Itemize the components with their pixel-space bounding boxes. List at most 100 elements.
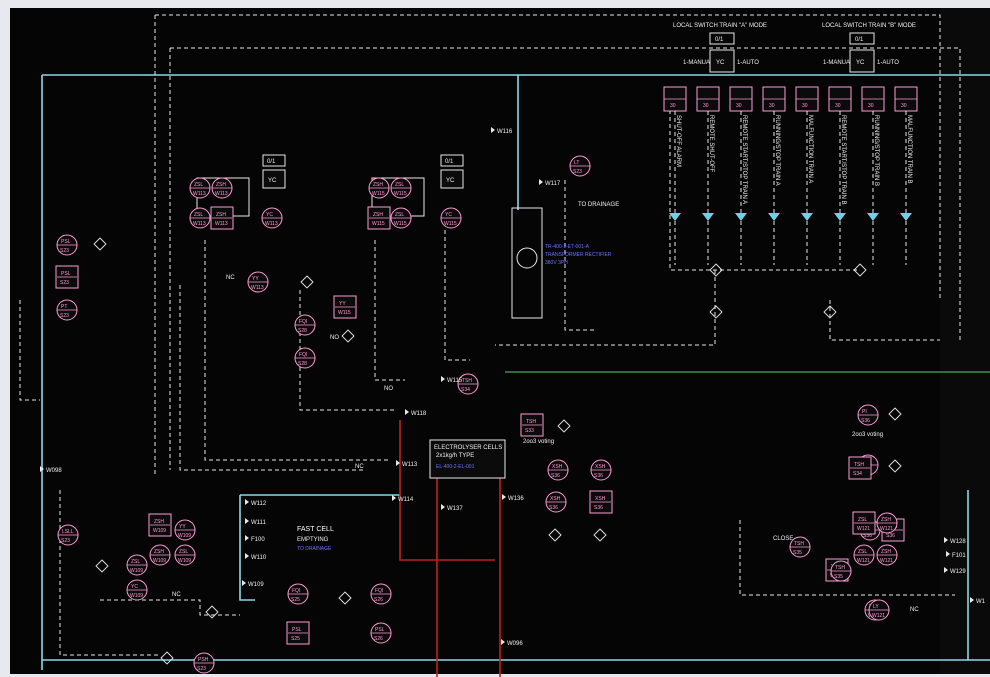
instrument-number: W121 (880, 526, 893, 532)
instrument-number: W113 (193, 191, 206, 197)
instrument-number: S36 (594, 505, 603, 511)
signal-line-right-bottom (739, 520, 955, 596)
instrument-number: W115 (444, 221, 457, 227)
instrument-number: W109 (178, 533, 191, 539)
tr-rating: 380V 3PH (545, 260, 568, 266)
logic-diamond (823, 305, 837, 319)
valve-tag: W116 (497, 129, 513, 135)
instrument-tag: ZSL (194, 212, 203, 218)
diagram-right-strip (940, 8, 990, 674)
bank-instrument-tag: 30 (736, 103, 742, 109)
instrument-tag: ZSL (131, 559, 140, 565)
instrument-number: S25 (291, 597, 300, 603)
instrument-number: W115 (372, 221, 385, 227)
instrument-number: S23 (60, 248, 69, 254)
fast-cell-label: FAST CELL (297, 526, 334, 533)
logic-diamond (160, 651, 174, 665)
instrument-number: W113 (265, 221, 278, 227)
instrument-tag: ZSL (395, 212, 404, 218)
bank-instrument-tag: 30 (769, 103, 775, 109)
diagram-background (10, 8, 952, 674)
instrument-tag: TSH (835, 565, 845, 571)
to-drainage-label-top: TO DRAINAGE (578, 202, 619, 208)
train-b-yc-switch[interactable] (849, 49, 875, 73)
signal-line-rect (564, 180, 595, 331)
nc-no-label: NC (910, 607, 919, 613)
valve-tag: W096 (507, 641, 523, 647)
instrument-number: S36 (549, 505, 558, 511)
valve-icon (245, 499, 249, 505)
valve-tag: W129 (950, 569, 966, 575)
valve-icon (501, 639, 505, 645)
electrolyser-box[interactable] (429, 439, 506, 479)
instrument-tag: XSH (595, 496, 606, 502)
instrument-tag: YY (179, 524, 186, 530)
instrument-tag: ZSL (858, 517, 867, 523)
logic-diamond (93, 237, 107, 251)
instrument-tag: YY (339, 301, 346, 307)
instrument-number: S25 (291, 636, 300, 642)
bank-instrument-tag: 30 (868, 103, 874, 109)
instrument-tag: ZSL (179, 549, 188, 555)
instrument-tag: YC (266, 212, 273, 218)
logic-diamond (95, 559, 109, 573)
valve-icon (539, 179, 543, 185)
logic-diamond (300, 275, 314, 289)
voting-label-2: 2oo3 voting (852, 432, 883, 438)
valve-icon (245, 553, 249, 559)
signal-line-yc1 (204, 240, 390, 461)
bank-instrument-tag: 30 (802, 103, 808, 109)
bank-signal-arrow (669, 213, 681, 221)
voting-label-1: 2oo3 voting (523, 439, 554, 445)
electrolyser-title: ELECTROLYSER CELLS (434, 445, 502, 451)
valve-tag: W109 (248, 582, 264, 588)
yc2-01-label: 0/1 (445, 159, 454, 165)
nc-no-label: NO (330, 335, 339, 341)
valve-tag: F100 (251, 537, 265, 543)
valve-tag: F101 (952, 553, 966, 559)
train-a-auto-label: 1-AUTO (737, 60, 759, 66)
valve-icon (392, 495, 396, 501)
instrument-tag: PI (862, 409, 867, 415)
fast-cell-cyan-line (239, 495, 255, 601)
instrument-tag: LY (873, 604, 879, 610)
instrument-tag: YY (252, 276, 259, 282)
train-a-01-label: 0/1 (715, 37, 724, 43)
bank-signal-arrow (834, 213, 846, 221)
instrument-number: S34 (853, 471, 862, 477)
electrolyser-tag: EL-400-2-EL-001 (436, 464, 475, 470)
instrument-number: W109 (130, 593, 143, 599)
tag-layer: W116W117W118W115W113W114W137W136W112W111… (40, 127, 986, 647)
valve-tag: W137 (447, 506, 463, 512)
instrument-tag: PSL (61, 239, 71, 245)
train-b-yc-label: YC (856, 60, 865, 66)
yc1-01-box (262, 154, 286, 167)
instrument-number: S23 (573, 169, 582, 175)
instrument-number: W109 (153, 558, 166, 564)
yc2-box[interactable] (440, 169, 464, 189)
instrument-number: S28 (298, 328, 307, 334)
train-a-yc-switch[interactable] (709, 49, 735, 73)
signal-line-yc2b (444, 230, 470, 361)
valve-icon (245, 535, 249, 541)
instrument-tag: PSL (375, 627, 385, 633)
bank-signal-label: REMOTE SHUT-OFF (708, 115, 714, 173)
instrument-tag: ZSH (154, 549, 164, 555)
instrument-number: W109 (153, 528, 166, 534)
bank-signal-arrow (900, 213, 912, 221)
logic-diamond (557, 419, 571, 433)
yc1-box[interactable] (262, 169, 286, 189)
local-switch-train-b-label: LOCAL SWITCH TRAIN "B" MODE (822, 23, 916, 29)
instrument-tag: PSL (61, 271, 71, 277)
bank-signal-label: REMOTE START/STOP TRAIN A (741, 115, 747, 204)
signal-bus-3 (829, 300, 940, 341)
logic-diamond (853, 263, 867, 277)
valve-tag: W098 (46, 468, 62, 474)
logic-diamond (548, 528, 562, 542)
valve-icon (946, 551, 950, 557)
instrument-tag: ZSL (858, 549, 867, 555)
bank-instrument-tag: 30 (703, 103, 709, 109)
bank-signal-label: REMOTE START/STOP TRAIN B (840, 115, 846, 204)
